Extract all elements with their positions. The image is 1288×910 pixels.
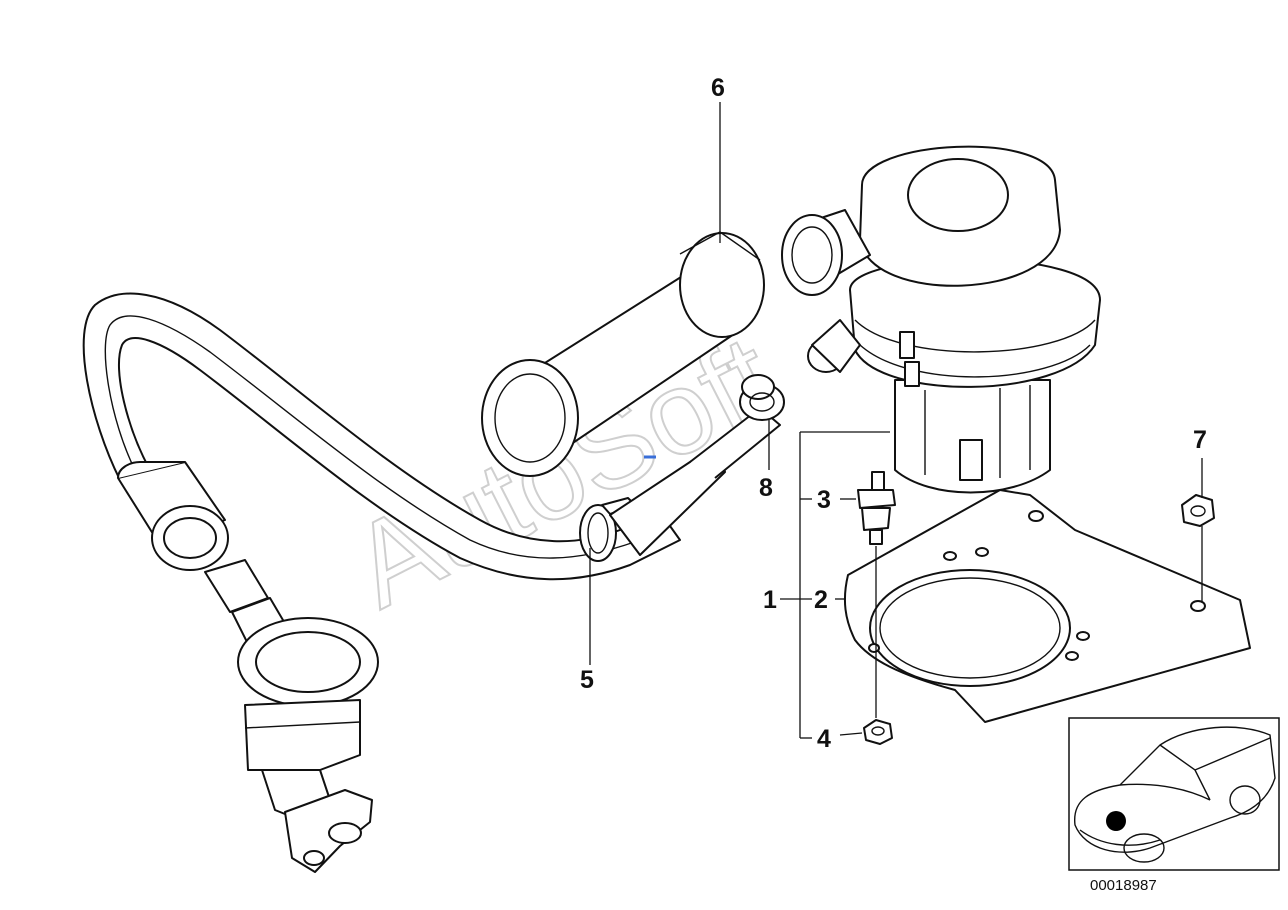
callout-1: 1 (763, 586, 777, 614)
location-marker (1106, 811, 1126, 831)
leader-lines (589, 102, 1203, 739)
mounting-bracket-2 (843, 489, 1251, 723)
hose-clamp-5 (579, 497, 637, 562)
exhaust-pipe-flange (204, 559, 379, 873)
callout-5: 5 (580, 666, 594, 694)
car-locator-inset (1068, 717, 1280, 871)
secondary-air-pump (781, 145, 1101, 494)
callout-8: 8 (759, 474, 773, 502)
hose-clamp-8 (739, 374, 785, 421)
callout-2: 2 (814, 586, 828, 614)
long-hose (82, 292, 681, 581)
callout-7: 7 (1193, 426, 1207, 454)
document-number: 00018987 (1090, 877, 1157, 894)
callout-4: 4 (817, 725, 831, 753)
rubber-mount-3 (857, 471, 896, 545)
hex-nut-4 (863, 719, 893, 745)
hex-nut-7 (1181, 494, 1215, 527)
callout-6: 6 (711, 74, 725, 102)
callout-3: 3 (817, 486, 831, 514)
hose-coupling (117, 461, 229, 571)
connecting-pipe-6 (481, 231, 765, 477)
